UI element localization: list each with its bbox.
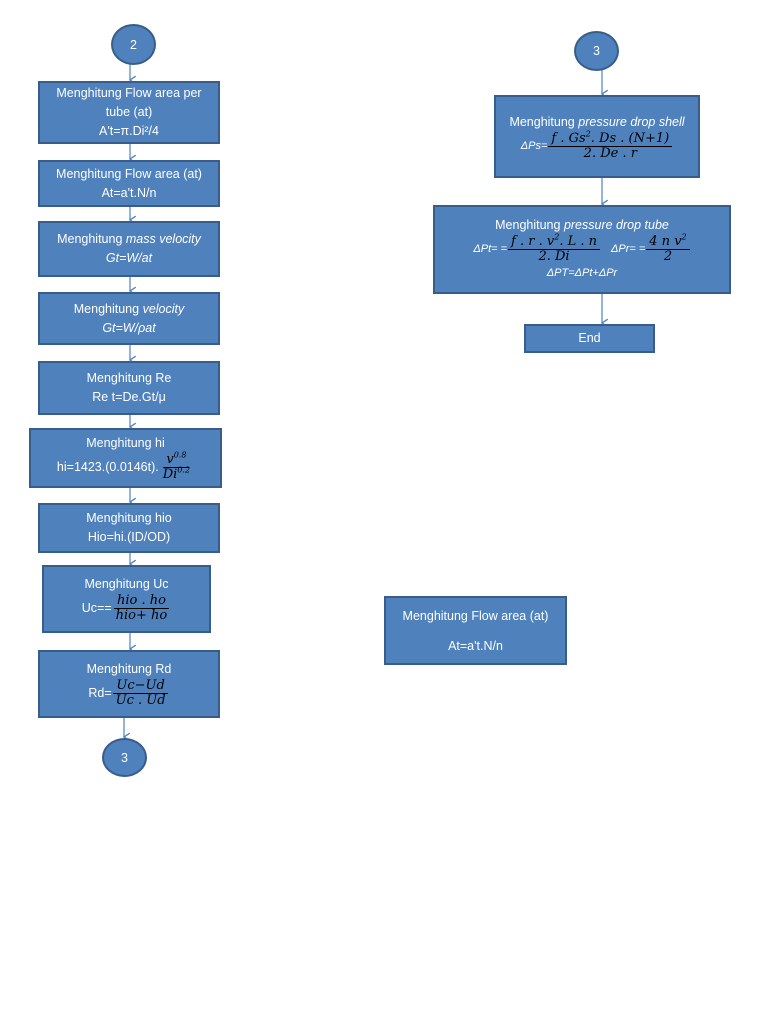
step-title: Menghitung Uc (84, 577, 169, 591)
mass-velocity-step: Menghitung mass velocity Gt=W/at (38, 221, 220, 277)
step-formula: A't=π.Di²/4 (99, 124, 159, 138)
step-title: Menghitung Flow area (at) (402, 608, 549, 623)
fraction: Uc−Ud Uc . Ud (113, 679, 169, 708)
step-formula: ΔPs= f . Gs2. Ds . (N+1) 2. De . r (521, 130, 673, 161)
step-formula-total: ΔPT=ΔPt+ΔPr (546, 267, 618, 279)
connector-label: 3 (593, 44, 600, 58)
step-formula: Uc== hio . ho hio+ ho (82, 594, 171, 623)
step-formula: Gt=W/ρat (102, 320, 156, 335)
step-formula: At=a't.N/n (448, 638, 503, 653)
fraction: 4 n v2 2 (646, 233, 690, 264)
flow-area-step: Menghitung Flow area (at) At=a't.N/n (38, 160, 220, 207)
fraction: hio . ho hio+ ho (113, 593, 169, 623)
rd-step: Menghitung Rd Rd= Uc−Ud Uc . Ud (38, 650, 220, 718)
pressure-drop-tube-step: Menghitung pressure drop tube ΔPt= = f .… (433, 205, 731, 294)
velocity-step: Menghitung velocity Gt=W/ρat (38, 292, 220, 345)
step-title: Menghitung mass velocity (57, 232, 201, 246)
step-title: Menghitung pressure drop tube (495, 218, 669, 232)
fraction: v0.8 Di0.2 (162, 450, 191, 482)
step-title: Menghitung Rd (86, 662, 172, 676)
step-title: Menghitung Re (86, 371, 172, 385)
step-formula: Rd= Uc−Ud Uc . Ud (88, 679, 169, 708)
fraction: f . Gs2. Ds . (N+1) 2. De . r (548, 130, 673, 161)
connector-label: 2 (130, 37, 137, 52)
step-formula: Hio=hi.(ID/OD) (87, 530, 171, 544)
fraction: f . r . v2. L . n 2. Di (508, 233, 600, 264)
flow-area-duplicate-box: Menghitung Flow area (at) At=a't.N/n (384, 596, 567, 665)
step-formula: hi=1423.(0.0146t). v0.8 Di0.2 (57, 450, 194, 482)
step-formula: Gt=W/at (105, 251, 153, 265)
step-title: Menghitung Flow area per tube (at) (56, 86, 202, 119)
pressure-drop-shell-step: Menghitung pressure drop shell ΔPs= f . … (494, 95, 700, 178)
hi-step: Menghitung hi hi=1423.(0.0146t). v0.8 Di… (29, 428, 222, 488)
end-label: End (578, 331, 601, 345)
step-title: Menghitung hi (86, 436, 165, 450)
step-formula: At=a't.N/n (101, 185, 157, 200)
step-title: Menghitung velocity (73, 301, 185, 316)
step-title: Menghitung pressure drop shell (509, 114, 685, 129)
uc-step: Menghitung Uc Uc== hio . ho hio+ ho (42, 565, 211, 633)
step-formula-pt-pr: ΔPt= = f . r . v2. L . n 2. Di ΔPr= = 4 … (473, 233, 690, 264)
end-connector-3: 3 (102, 738, 147, 777)
step-formula: Re t=De.Gt/μ (92, 390, 166, 404)
step-title: Menghitung Flow area (at) (56, 166, 202, 181)
connector-label: 3 (121, 750, 128, 765)
hio-step: Menghitung hio Hio=hi.(ID/OD) (38, 503, 220, 553)
step-title: Menghitung hio (86, 511, 172, 525)
start-connector-2: 2 (111, 24, 156, 65)
end-terminal: End (524, 324, 655, 353)
reynolds-step: Menghitung Re Re t=De.Gt/μ (38, 361, 220, 415)
start-connector-3: 3 (574, 31, 619, 71)
flow-area-per-tube-step: Menghitung Flow area per tube (at) A't=π… (38, 81, 220, 144)
